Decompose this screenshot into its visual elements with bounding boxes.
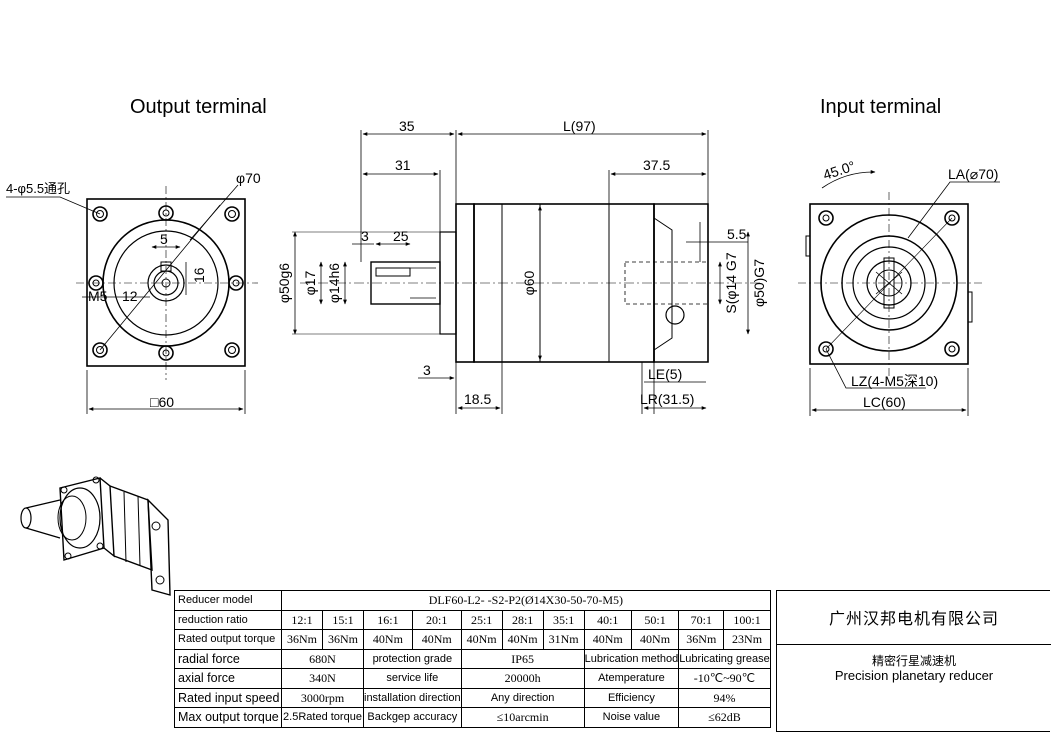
LZ-label: LZ(4-M5深10) xyxy=(851,373,938,389)
torque-cell: 40Nm xyxy=(460,629,503,650)
dim-LR: LR(31.5) xyxy=(640,391,694,407)
lubrication-label: Lubrication method xyxy=(583,648,680,669)
radial-value: 680N xyxy=(281,648,364,669)
product-name-cn: 精密行星减速机 xyxy=(871,654,956,668)
ratio-cell: 50:1 xyxy=(630,609,680,630)
table-row: radial force 680N protection grade IP65 … xyxy=(174,648,771,669)
ratio-cell: 70:1 xyxy=(678,609,725,630)
axial-value: 340N xyxy=(281,668,364,689)
dim-LE: LE(5) xyxy=(648,366,682,382)
atemp-label: Atemperature xyxy=(583,668,680,689)
table-row: Rated input speed 3000rpm installation d… xyxy=(174,687,771,708)
install-label: installation direction xyxy=(363,687,462,708)
speed-value: 3000rpm xyxy=(281,687,364,708)
ratio-label: reduction ratio xyxy=(174,609,282,630)
ratio-cell: 16:1 xyxy=(363,609,413,630)
ratio-cell: 15:1 xyxy=(322,609,364,630)
noise-value: ≤62dB xyxy=(678,707,771,728)
torque-cell: 36Nm xyxy=(678,629,725,650)
dim-25: 25 xyxy=(393,228,409,244)
dim-L: L(97) xyxy=(563,118,596,134)
efficiency-label: Efficiency xyxy=(583,687,680,708)
reducer-isometric-drawing xyxy=(20,476,171,596)
LA-label: LA(⌀70) xyxy=(948,166,998,182)
dim-phi60: φ60 xyxy=(521,270,537,295)
square-label: □60 xyxy=(150,394,174,410)
install-value: Any direction xyxy=(460,687,585,708)
spec-table: Reducer model DLF60-L2- -S2-P2(Ø14X30-50… xyxy=(174,590,771,728)
model-value: DLF60-L2- -S2-P2(Ø14X30-50-70-M5) xyxy=(281,590,771,611)
maxtorque-label: Max output torque xyxy=(174,707,282,728)
input-terminal-title: Input terminal xyxy=(820,96,941,118)
model-label: Reducer model xyxy=(174,590,282,611)
output-terminal-title: Output terminal xyxy=(130,96,267,118)
divider xyxy=(777,644,1051,645)
maxtorque-value: 2.5Rated torque xyxy=(281,707,364,728)
torque-cell: 36Nm xyxy=(322,629,364,650)
company-name: 广州汉邦电机有限公司 xyxy=(828,609,999,628)
product-name-en: Precision planetary reducer xyxy=(834,668,994,683)
thread-depth-label: 12 xyxy=(122,288,138,304)
ratio-cell: 20:1 xyxy=(411,609,462,630)
torque-cell: 40Nm xyxy=(363,629,413,650)
dim16-label: 16 xyxy=(191,267,207,283)
torque-cell: 23Nm xyxy=(723,629,771,650)
output-view xyxy=(6,184,258,414)
torque-cell: 40Nm xyxy=(411,629,462,650)
input-view xyxy=(798,169,1000,416)
torque-cell: 40Nm xyxy=(630,629,680,650)
holes-label: 4-φ5.5通孔 xyxy=(6,181,70,196)
ratio-cell: 12:1 xyxy=(281,609,323,630)
ratio-cell: 100:1 xyxy=(723,609,771,630)
torque-cell: 40Nm xyxy=(583,629,632,650)
torque-cell: 40Nm xyxy=(501,629,544,650)
dim-31: 31 xyxy=(395,157,411,173)
dim-35: 35 xyxy=(399,118,415,134)
efficiency-value: 94% xyxy=(678,687,771,708)
dim-phi14h6: φ14h6 xyxy=(326,263,342,303)
protection-value: IP65 xyxy=(460,648,585,669)
LC-label: LC(60) xyxy=(863,394,906,410)
ratio-cell: 25:1 xyxy=(460,609,503,630)
ratio-cell: 35:1 xyxy=(542,609,585,630)
dim-37-5: 37.5 xyxy=(643,157,670,173)
axial-label: axial force xyxy=(174,668,282,689)
table-row: Reducer model DLF60-L2- -S2-P2(Ø14X30-50… xyxy=(174,590,771,611)
dim-phi50g6: φ50g6 xyxy=(276,263,292,303)
dim-18-5: 18.5 xyxy=(464,391,491,407)
speed-label: Rated input speed xyxy=(174,687,282,708)
radial-label: radial force xyxy=(174,648,282,669)
life-value: 20000h xyxy=(460,668,585,689)
side-view xyxy=(292,130,760,414)
thread-label: M5 xyxy=(88,288,108,304)
dim-S: S(φ14 G7 xyxy=(723,252,739,313)
dim-phi50G7: φ50)G7 xyxy=(751,259,767,307)
torque-label: Rated output torque xyxy=(174,629,282,650)
torque-cell: 31Nm xyxy=(542,629,585,650)
ratio-cell: 40:1 xyxy=(583,609,632,630)
dim-phi17: φ17 xyxy=(302,270,318,295)
dim-5-5: 5.5 xyxy=(727,226,747,242)
dim-3b: 3 xyxy=(423,362,431,378)
company-box: 广州汉邦电机有限公司 精密行星减速机 Precision planetary r… xyxy=(776,590,1051,732)
backlash-value: ≤10arcmin xyxy=(460,707,585,728)
ratio-cell: 28:1 xyxy=(501,609,544,630)
protection-label: protection grade xyxy=(363,648,462,669)
noise-label: Noise value xyxy=(583,707,680,728)
life-label: service life xyxy=(363,668,462,689)
torque-cell: 36Nm xyxy=(281,629,323,650)
key-width-label: 5 xyxy=(160,231,168,247)
atemp-value: -10℃~90℃ xyxy=(678,668,771,689)
dia70-label: φ70 xyxy=(236,170,261,186)
table-row: axial force 340N service life 20000h Ate… xyxy=(174,668,771,689)
dim-3: 3 xyxy=(361,228,369,244)
table-row: Max output torque 2.5Rated torque Backge… xyxy=(174,707,771,728)
backlash-label: Backgep accuracy xyxy=(363,707,462,728)
lubrication-value: Lubricating grease xyxy=(678,648,771,669)
